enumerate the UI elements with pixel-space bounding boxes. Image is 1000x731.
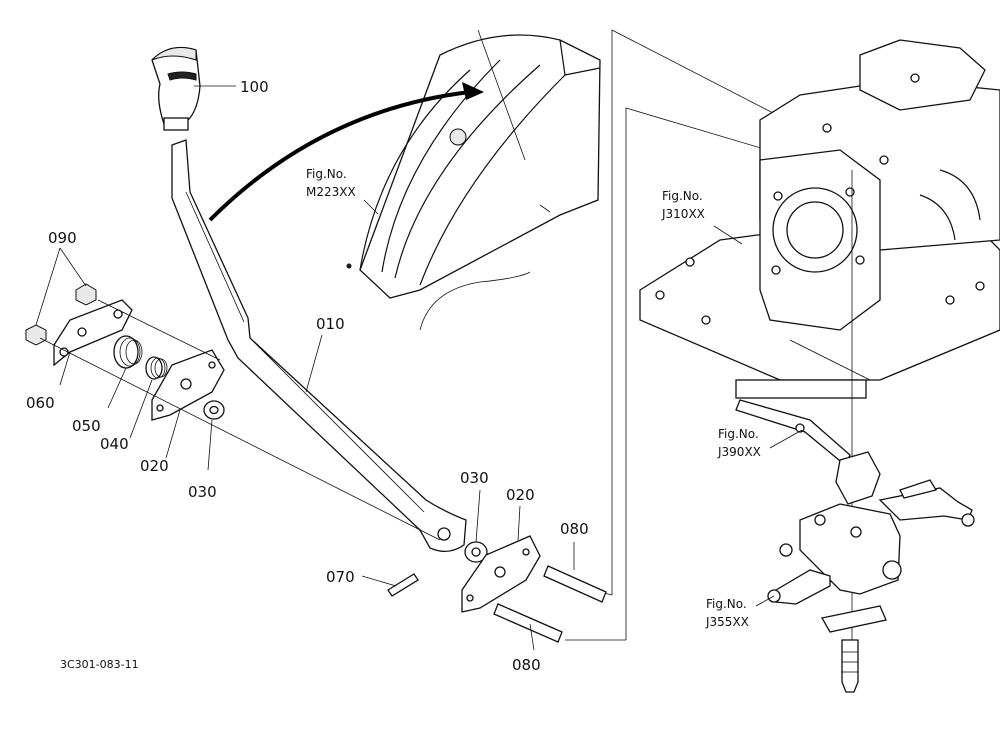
label-030-left: 030 bbox=[188, 483, 217, 501]
leader-lines bbox=[35, 85, 803, 651]
figref-m223-line2: M223XX bbox=[306, 185, 356, 199]
label-090: 090 bbox=[48, 229, 77, 247]
hydraulic-valve bbox=[767, 451, 975, 693]
figref-j355-line1: Fig.No. bbox=[706, 597, 747, 611]
label-080-upper: 080 bbox=[560, 520, 589, 538]
figref-j390-line1: Fig.No. bbox=[718, 427, 759, 441]
figref-j310-line2: J310XX bbox=[661, 207, 705, 221]
label-100: 100 bbox=[240, 78, 269, 96]
figref-m223-line1: Fig.No. bbox=[306, 167, 347, 181]
right-hardware bbox=[387, 535, 607, 643]
left-hardware bbox=[25, 283, 441, 541]
label-070: 070 bbox=[326, 568, 355, 586]
spring-050 bbox=[113, 335, 143, 369]
label-010: 010 bbox=[316, 315, 345, 333]
direction-arrow bbox=[208, 82, 484, 222]
figref-j390-line2: J390XX bbox=[717, 445, 761, 459]
spring-040 bbox=[145, 356, 168, 380]
label-050: 050 bbox=[72, 417, 101, 435]
fender-assembly bbox=[346, 29, 601, 331]
label-060: 060 bbox=[26, 394, 55, 412]
figref-j310-line1: Fig.No. bbox=[662, 189, 703, 203]
figure-references: Fig.No. M223XX Fig.No. J310XX Fig.No. J3… bbox=[306, 167, 761, 629]
figref-j355-line2: J355XX bbox=[705, 615, 749, 629]
label-020-left: 020 bbox=[140, 457, 169, 475]
knob-100 bbox=[151, 46, 201, 131]
lever-010 bbox=[171, 139, 467, 552]
label-020-right: 020 bbox=[506, 486, 535, 504]
bolt-holes bbox=[655, 73, 985, 325]
transmission-housing bbox=[639, 39, 1000, 399]
part-labels: 100 090 060 050 040 020 030 010 030 020 … bbox=[26, 78, 589, 674]
label-040: 040 bbox=[100, 435, 129, 453]
label-030-right: 030 bbox=[460, 469, 489, 487]
label-080-lower: 080 bbox=[512, 656, 541, 674]
drawing-code: 3C301-083-11 bbox=[60, 658, 139, 671]
